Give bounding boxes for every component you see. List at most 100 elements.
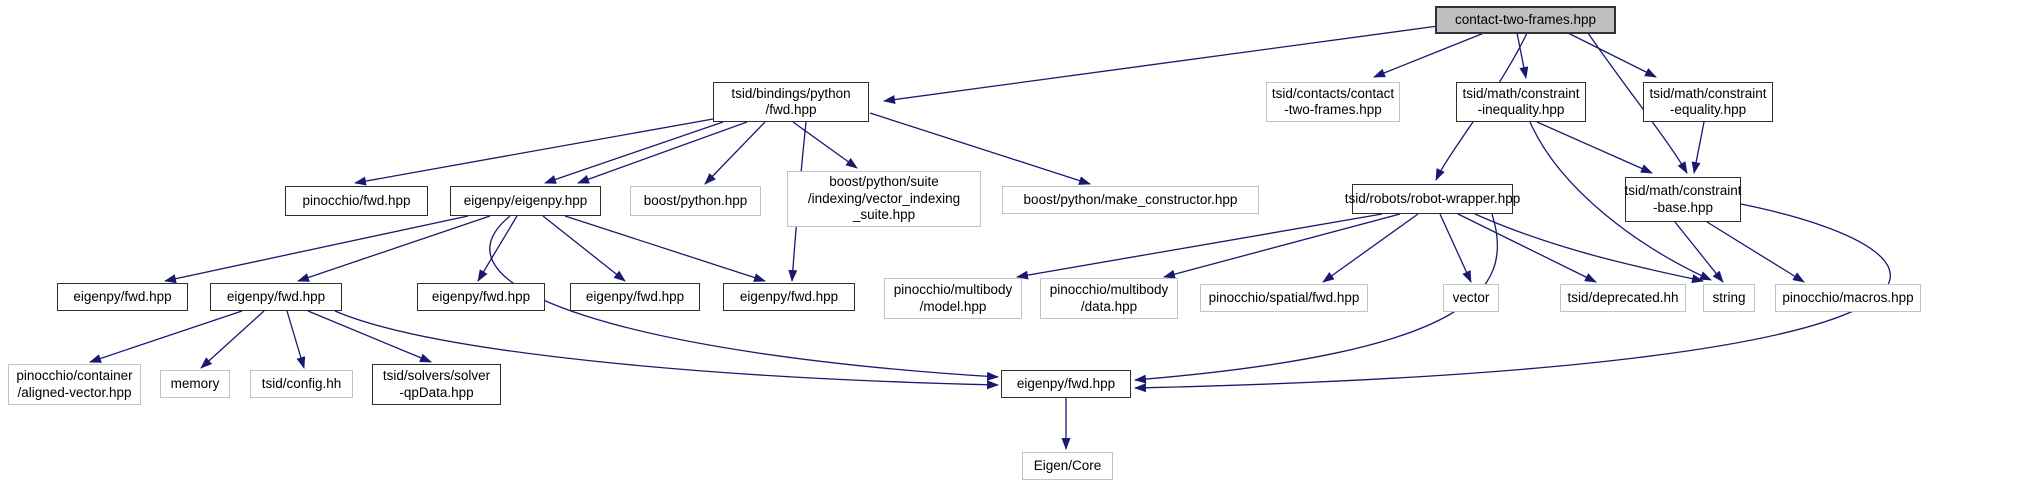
node-ef4[interactable]: eigenpy/fwd.hpp (570, 283, 700, 311)
edge-cbase-string (1674, 221, 1724, 283)
edge-ef2-aligned (89, 310, 243, 363)
node-label: -two-frames.hpp (1284, 102, 1382, 117)
node-ef2[interactable]: eigenpy/fwd.hpp (210, 283, 342, 311)
node-label: _suite.hpp (852, 207, 916, 223)
edge-bind-pinfwd (354, 118, 714, 186)
node-eigenpy[interactable]: eigenpy/eigenpy.hpp (450, 186, 601, 216)
edge-bind-boostpy (704, 121, 766, 185)
node-qpdata[interactable]: tsid/solvers/solver-qpData.hpp (372, 364, 501, 405)
edge-cbase-macros (1706, 221, 1805, 283)
edge-ineq-cbase (1536, 121, 1653, 174)
edge-bind-eigenpy (577, 121, 748, 184)
node-bind[interactable]: tsid/bindings/python/fwd.hpp (713, 82, 869, 122)
edge-eigenpy-ef4 (542, 215, 626, 282)
node-cbase[interactable]: tsid/math/constraint-base.hpp (1624, 177, 1742, 222)
node-label: tsid/contacts/contact (1271, 85, 1395, 101)
node-label: eigenpy/fwd.hpp (739, 288, 839, 304)
node-label: /aligned-vector.hpp (17, 384, 132, 400)
node-depr: tsid/deprecated.hh (1560, 284, 1686, 312)
node-ef1[interactable]: eigenpy/fwd.hpp (57, 283, 188, 311)
edge-top-cbase (1587, 32, 1688, 174)
edge-eigenpy-ef1 (164, 215, 469, 284)
node-config: tsid/config.hh (250, 370, 353, 398)
node-ineq[interactable]: tsid/math/constraint-inequality.hpp (1456, 82, 1586, 122)
edge-ef2-memory (200, 310, 265, 369)
edge-ef2-config (286, 310, 306, 369)
node-label: tsid/config.hh (261, 375, 342, 391)
edge-robot-model (1016, 213, 1383, 280)
node-ef5[interactable]: eigenpy/fwd.hpp (723, 283, 855, 311)
node-label: -equality.hpp (1669, 102, 1747, 117)
node-label: eigenpy/eigenpy.hpp (463, 192, 588, 208)
node-string: string (1703, 284, 1755, 312)
edge-robot-string (1474, 213, 1704, 284)
edge-ef2-ef6 (334, 310, 999, 390)
node-label: eigenpy/fwd.hpp (226, 288, 326, 304)
node-robot[interactable]: tsid/robots/robot-wrapper.hpp (1345, 184, 1520, 214)
node-label: tsid/math/constraint (1462, 85, 1580, 101)
node-label: tsid/solvers/solver (382, 368, 491, 384)
node-label: tsid/math/constraint (1624, 183, 1742, 199)
edge-bind-eigenpy (544, 121, 724, 184)
node-label: boost/python/suite (829, 174, 939, 190)
node-label: eigenpy/fwd.hpp (1016, 375, 1116, 391)
edge-eigenpy-ef6 (489, 215, 999, 381)
node-vector: vector (1443, 284, 1499, 312)
node-label: pinocchio/macros.hpp (1782, 289, 1914, 305)
node-label: tsid/math/constraint (1649, 85, 1767, 101)
edge-top-contacts (1373, 32, 1485, 78)
edge-robot-depr (1457, 213, 1597, 283)
node-eq[interactable]: tsid/math/constraint-equality.hpp (1643, 82, 1773, 122)
node-label: pinocchio/container (16, 368, 133, 384)
edge-top-bind (883, 25, 1439, 104)
node-aligned: pinocchio/container/aligned-vector.hpp (8, 364, 141, 405)
node-macros: pinocchio/macros.hpp (1775, 284, 1921, 312)
node-boostpy: boost/python.hpp (630, 186, 761, 216)
edge-eigenpy-ef5 (564, 215, 766, 282)
edge-top-ineq (1516, 32, 1529, 79)
node-label: -base.hpp (1652, 199, 1714, 215)
edge-eq-cbase (1691, 121, 1705, 174)
node-label: -qpData.hpp (399, 384, 474, 400)
node-label: boost/python/make_constructor.hpp (1023, 191, 1238, 207)
node-spatial: pinocchio/spatial/fwd.hpp (1200, 284, 1368, 312)
node-model: pinocchio/multibody/model.hpp (884, 278, 1022, 319)
node-label: tsid/bindings/python (731, 85, 851, 101)
edge-robot-spatial (1322, 213, 1419, 283)
node-label: /data.hpp (1080, 298, 1138, 314)
node-eigen: Eigen/Core (1022, 452, 1113, 480)
node-label: eigenpy/fwd.hpp (585, 288, 685, 304)
node-label: pinocchio/fwd.hpp (302, 192, 411, 208)
edge-ineq-string (1529, 121, 1712, 281)
node-data: pinocchio/multibody/data.hpp (1040, 278, 1178, 319)
edge-bind-vis (792, 121, 858, 169)
edge-robot-vector (1439, 213, 1472, 283)
node-label: eigenpy/fwd.hpp (73, 288, 172, 304)
node-label: memory (170, 375, 220, 391)
node-ef6[interactable]: eigenpy/fwd.hpp (1001, 370, 1131, 398)
node-label: eigenpy/fwd.hpp (431, 288, 531, 304)
node-memory: memory (160, 370, 230, 398)
edge-bind-mkc (869, 112, 1091, 185)
node-label: tsid/deprecated.hh (1567, 289, 1679, 305)
node-label: boost/python.hpp (643, 192, 748, 208)
node-label: vector (1452, 289, 1490, 305)
node-label: contact-two-frames.hpp (1454, 11, 1597, 27)
node-vis: boost/python/suite/indexing/vector_index… (787, 171, 981, 227)
edge-top-eq (1567, 32, 1657, 78)
edge-ef2-qpdata (307, 310, 432, 363)
node-ef3[interactable]: eigenpy/fwd.hpp (417, 283, 545, 311)
node-top: contact-two-frames.hpp (1435, 6, 1616, 34)
node-label: /fwd.hpp (765, 102, 817, 117)
node-label: /indexing/vector_indexing (807, 190, 961, 206)
node-label: Eigen/Core (1033, 457, 1102, 473)
edge-robot-data (1163, 213, 1401, 279)
node-label: -inequality.hpp (1477, 102, 1565, 117)
edge-eigenpy-ef3 (477, 215, 518, 282)
node-mkc: boost/python/make_constructor.hpp (1002, 186, 1259, 214)
node-pinfwd[interactable]: pinocchio/fwd.hpp (285, 186, 428, 216)
edge-eigenpy-ef2 (297, 215, 491, 282)
node-label: /model.hpp (919, 298, 987, 314)
